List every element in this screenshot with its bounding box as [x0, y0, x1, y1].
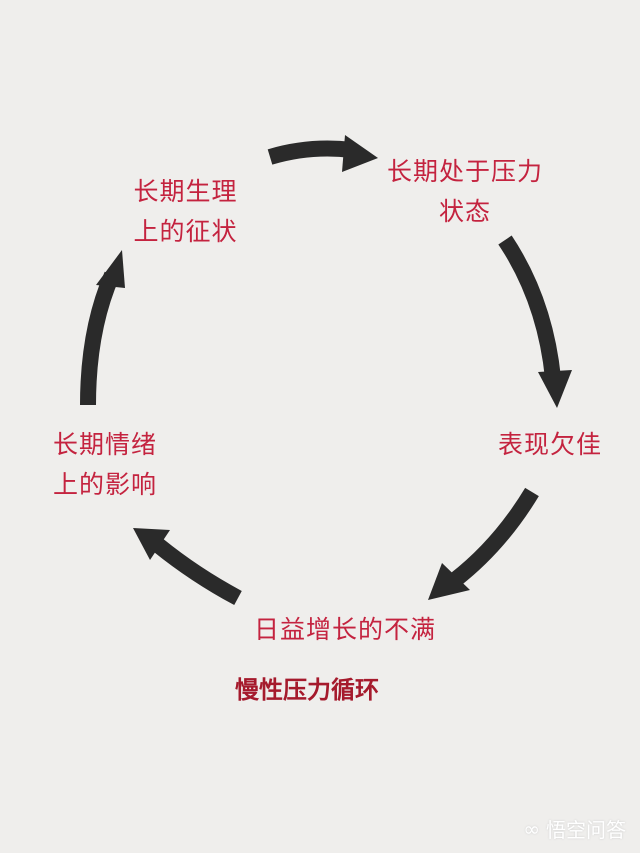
node-poor-performance: 表现欠佳	[480, 425, 620, 465]
node-growing-dissatisfaction: 日益增长的不满	[225, 610, 465, 650]
node-emotional-effects: 长期情绪 上的影响	[40, 425, 170, 505]
node-line: 长期生理	[133, 177, 238, 206]
arrowhead-icon	[133, 528, 170, 560]
node-line: 日益增长的不满	[253, 615, 436, 644]
node-line: 上的征状	[133, 217, 238, 246]
node-line: 表现欠佳	[497, 430, 602, 459]
arrow-stress-to-performance	[498, 235, 561, 379]
arrowhead-icon	[428, 563, 470, 600]
arrow-dissatisfaction-to-emotional	[152, 538, 242, 606]
arrow-physical-to-stress	[267, 140, 353, 165]
watermark: ∞ 悟空问答	[523, 814, 626, 843]
node-line: 长期情绪	[52, 430, 157, 459]
node-physical-symptoms: 长期生理 上的征状	[118, 172, 253, 252]
node-line: 上的影响	[52, 470, 157, 499]
diagram-title: 慢性压力循环	[235, 676, 379, 704]
arrow-performance-to-dissatisfaction	[450, 487, 539, 587]
node-line: 状态	[438, 197, 491, 226]
arrowhead-icon	[96, 250, 125, 288]
watermark-text: 悟空问答	[546, 818, 626, 842]
wukong-logo-icon: ∞	[523, 816, 540, 841]
arrowhead-icon	[342, 135, 378, 172]
arrowhead-icon	[538, 370, 572, 408]
arrow-emotional-to-physical	[80, 271, 120, 406]
node-line: 长期处于压力	[386, 157, 543, 186]
node-long-term-stress: 长期处于压力 状态	[360, 152, 570, 232]
